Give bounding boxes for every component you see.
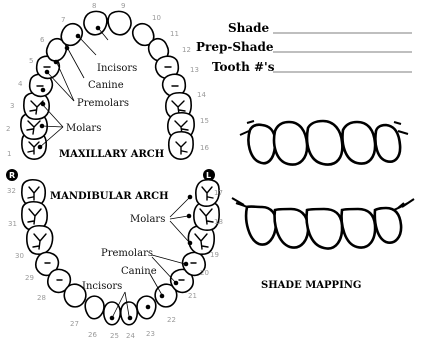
marker-dot bbox=[128, 316, 133, 321]
tooth-number: 25 bbox=[110, 332, 119, 339]
tooth-25[interactable] bbox=[104, 302, 121, 325]
label-incisors-lower: Incisors bbox=[82, 281, 122, 292]
tooth-number: 1 bbox=[7, 150, 11, 158]
tooth-number: 13 bbox=[190, 66, 199, 74]
tooth-number: 8 bbox=[92, 2, 96, 10]
svg-text:L: L bbox=[206, 171, 211, 180]
svg-text:R: R bbox=[9, 171, 15, 180]
tooth-number: 10 bbox=[152, 14, 161, 22]
label-premolars-upper: Premolars bbox=[77, 98, 129, 109]
marker-dot bbox=[110, 316, 115, 321]
tooth-number: 15 bbox=[200, 117, 209, 125]
tooth-number: 7 bbox=[61, 16, 65, 24]
label-molars-upper: Molars bbox=[66, 123, 101, 134]
tooth-number: 22 bbox=[167, 316, 176, 324]
tooth-number: 31 bbox=[8, 220, 17, 228]
tooth-number: 20 bbox=[200, 269, 209, 277]
tooth-number: 2 bbox=[6, 125, 10, 133]
right-side-marker: R bbox=[6, 169, 18, 181]
tooth-number: 17 bbox=[214, 189, 223, 197]
label-premolars-lower: Premolars bbox=[101, 248, 153, 259]
tooth-number: 29 bbox=[25, 274, 34, 282]
mandibular-arch: MANDIBULAR ARCH bbox=[7, 180, 223, 339]
tooth-number: 5 bbox=[29, 57, 33, 65]
prep-shade-field[interactable]: Prep-Shade bbox=[196, 40, 412, 54]
tooth-number: 9 bbox=[121, 2, 125, 10]
tooth-number: 3 bbox=[10, 102, 14, 110]
tooth-26[interactable] bbox=[85, 296, 104, 319]
shade-form: Shade Prep-Shade Tooth #'s bbox=[196, 21, 412, 74]
shade-mapping-caption: SHADE MAPPING bbox=[261, 280, 361, 291]
tooth-number: 6 bbox=[40, 36, 45, 44]
tooth-number: 32 bbox=[7, 187, 16, 195]
tooth-number: 4 bbox=[18, 80, 23, 88]
tooth-number: 18 bbox=[214, 218, 223, 226]
upper-teeth-outline-icon[interactable] bbox=[240, 121, 408, 165]
tooth-numbers-label: Tooth #'s bbox=[212, 60, 275, 74]
tooth-30[interactable] bbox=[27, 226, 53, 254]
tooth-number: 19 bbox=[210, 251, 219, 259]
label-canine-lower: Canine bbox=[121, 266, 157, 277]
label-canine-upper: Canine bbox=[88, 80, 124, 91]
tooth-numbers-field[interactable]: Tooth #'s bbox=[212, 60, 412, 74]
tooth-number: 14 bbox=[197, 91, 206, 99]
label-molars-lower: Molars bbox=[130, 214, 165, 225]
shade-field[interactable]: Shade bbox=[228, 21, 412, 35]
tooth-3[interactable] bbox=[24, 93, 49, 119]
tooth-number: 26 bbox=[88, 331, 97, 339]
prep-shade-label: Prep-Shade bbox=[196, 40, 274, 54]
tooth-number: 21 bbox=[188, 292, 197, 300]
tooth-9[interactable] bbox=[108, 11, 131, 34]
shade-label: Shade bbox=[228, 21, 270, 35]
maxillary-arch: Incisors Canine Premolars Molars MAXILLA… bbox=[6, 2, 209, 160]
tooth-number: 28 bbox=[37, 294, 46, 302]
tooth-24[interactable] bbox=[121, 302, 138, 325]
tooth-number: 16 bbox=[200, 144, 209, 152]
tooth-number: 23 bbox=[146, 330, 155, 338]
label-incisors-upper: Incisors bbox=[97, 63, 137, 74]
caption-maxillary-arch: MAXILLARY ARCH bbox=[59, 149, 164, 160]
lower-teeth-outline-icon[interactable] bbox=[232, 198, 414, 248]
tooth-16[interactable] bbox=[169, 132, 193, 159]
tooth-number: 24 bbox=[126, 332, 135, 339]
marker-dot bbox=[146, 305, 151, 310]
caption-mandibular-arch: MANDIBULAR ARCH bbox=[50, 191, 169, 202]
tooth-number: 27 bbox=[70, 320, 79, 328]
tooth-8[interactable] bbox=[84, 11, 107, 34]
tooth-number: 11 bbox=[170, 30, 179, 38]
tooth-number: 12 bbox=[182, 46, 191, 54]
tooth-number: 30 bbox=[15, 252, 24, 260]
marker-dot bbox=[41, 88, 46, 93]
